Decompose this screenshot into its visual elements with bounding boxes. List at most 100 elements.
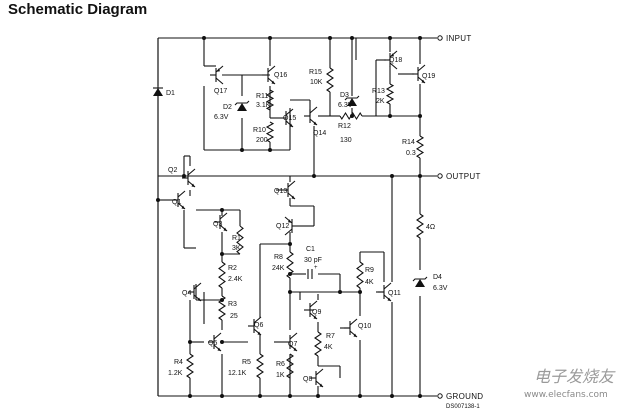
label-r10: R10 [253, 127, 266, 134]
resistor-r2 [218, 261, 226, 289]
label-r13: R13 [372, 88, 385, 95]
resistor-r9 [356, 261, 364, 289]
transistor-q9 [304, 300, 318, 320]
zener-diode-d4 [412, 276, 428, 287]
transistor-q4 [188, 282, 202, 302]
output-terminal [437, 173, 443, 179]
label-q11: Q11 [388, 290, 401, 297]
label-r2: R2 [228, 265, 237, 272]
doc-id: DS007138-1 [446, 404, 480, 410]
label-d2: D2 [223, 104, 232, 111]
value-r15: 10K [310, 79, 323, 86]
diode-d1 [153, 87, 163, 396]
watermark-cn: 电子发烧友 [534, 367, 616, 386]
label-r11: R11 [256, 93, 268, 100]
label-q8: Q8 [303, 376, 312, 383]
label-r1: R1 [232, 235, 241, 242]
resistor-r6 [286, 353, 294, 379]
resistor-r12 [339, 111, 363, 121]
label-q17: Q17 [214, 88, 227, 95]
resistor-load [416, 213, 424, 239]
transistor-q1 [172, 190, 186, 210]
label-q12: Q12 [276, 223, 289, 230]
transistor-q14 [304, 106, 318, 126]
watermark-url: www.elecfans.com [524, 390, 608, 400]
label-r8: R8 [274, 254, 283, 261]
resistor-r14 [415, 135, 425, 159]
resistor-r4 [186, 353, 194, 379]
resistor-r13 [385, 83, 395, 105]
label-r5: R5 [242, 359, 251, 366]
value-load-resistor: 4Ω [426, 224, 435, 231]
transistor-q10 [344, 318, 358, 338]
value-d2: 6.3V [214, 114, 229, 121]
resistor-r7 [314, 331, 322, 357]
label-r12: R12 [338, 123, 351, 130]
watermark: 电子发烧友 www.elecfans.com [524, 367, 616, 400]
zener-diode-d3 [344, 95, 360, 106]
value-r11: 3.1K [256, 102, 271, 109]
label-q19: Q19 [422, 73, 435, 80]
value-r10: 200 [256, 137, 268, 144]
output-rail-label: OUTPUT [446, 172, 481, 181]
value-d3: 6.3V [338, 102, 353, 109]
label-q9: Q9 [312, 309, 321, 316]
transistor-q7 [284, 332, 298, 352]
value-r8: 24K [272, 265, 285, 272]
value-r2: 2.4K [228, 276, 243, 283]
resistor-r10 [265, 121, 275, 143]
value-r6: 1K [276, 372, 285, 379]
transistor-q8 [310, 368, 324, 388]
rail-lines [157, 35, 443, 399]
label-q1: Q1 [172, 199, 181, 206]
value-r13: 2K [376, 98, 385, 105]
resistor-r1 [236, 225, 244, 255]
page-title: Schematic Diagram [8, 1, 148, 18]
transistor-q13 [282, 180, 296, 200]
resistor-r5 [256, 353, 264, 379]
zener-diode-d2 [234, 100, 250, 111]
label-r15: R15 [309, 69, 322, 76]
value-r4: 1.2K [168, 370, 183, 377]
label-r3: R3 [228, 301, 237, 308]
label-d3: D3 [340, 92, 349, 99]
transistor-q12 [284, 216, 298, 236]
label-d4: D4 [433, 274, 442, 281]
transistor-q16 [262, 65, 276, 85]
value-c1: 30 pF [304, 257, 322, 264]
junction-dots [156, 36, 422, 398]
label-r14: R14 [402, 139, 415, 146]
capacitor-c1: + [307, 265, 318, 279]
ground-rail-label: GROUND [446, 392, 483, 401]
value-r5: 12.1K [228, 370, 247, 377]
label-r9: R9 [365, 267, 374, 274]
resistor-r8 [286, 251, 294, 279]
resistor-r11 [265, 89, 275, 111]
label-q6: Q6 [254, 322, 263, 329]
label-q15: Q15 [283, 115, 296, 122]
resistor-r15 [326, 67, 334, 93]
label-q13: Q13 [274, 188, 287, 195]
label-q16: Q16 [274, 72, 287, 79]
label-q3: Q3 [213, 221, 222, 228]
label-q2: Q2 [168, 167, 177, 174]
resistor-r3 [218, 295, 226, 321]
label-q7: Q7 [288, 341, 297, 348]
label-q14: Q14 [313, 130, 326, 137]
circuit-wires [157, 38, 421, 396]
value-r12: 130 [340, 137, 352, 144]
ground-terminal [437, 393, 443, 399]
label-q18: Q18 [389, 57, 402, 64]
input-rail-label: INPUT [446, 34, 472, 43]
input-terminal [437, 35, 443, 41]
transistor-q2 [182, 168, 196, 188]
label-q10: Q10 [358, 323, 371, 330]
svg-text:+: + [314, 265, 318, 271]
value-r7: 4K [324, 344, 333, 351]
transistor-q3 [214, 212, 228, 232]
transistor-q6 [248, 316, 262, 336]
label-r4: R4 [174, 359, 183, 366]
value-r1: 3K [232, 245, 241, 252]
